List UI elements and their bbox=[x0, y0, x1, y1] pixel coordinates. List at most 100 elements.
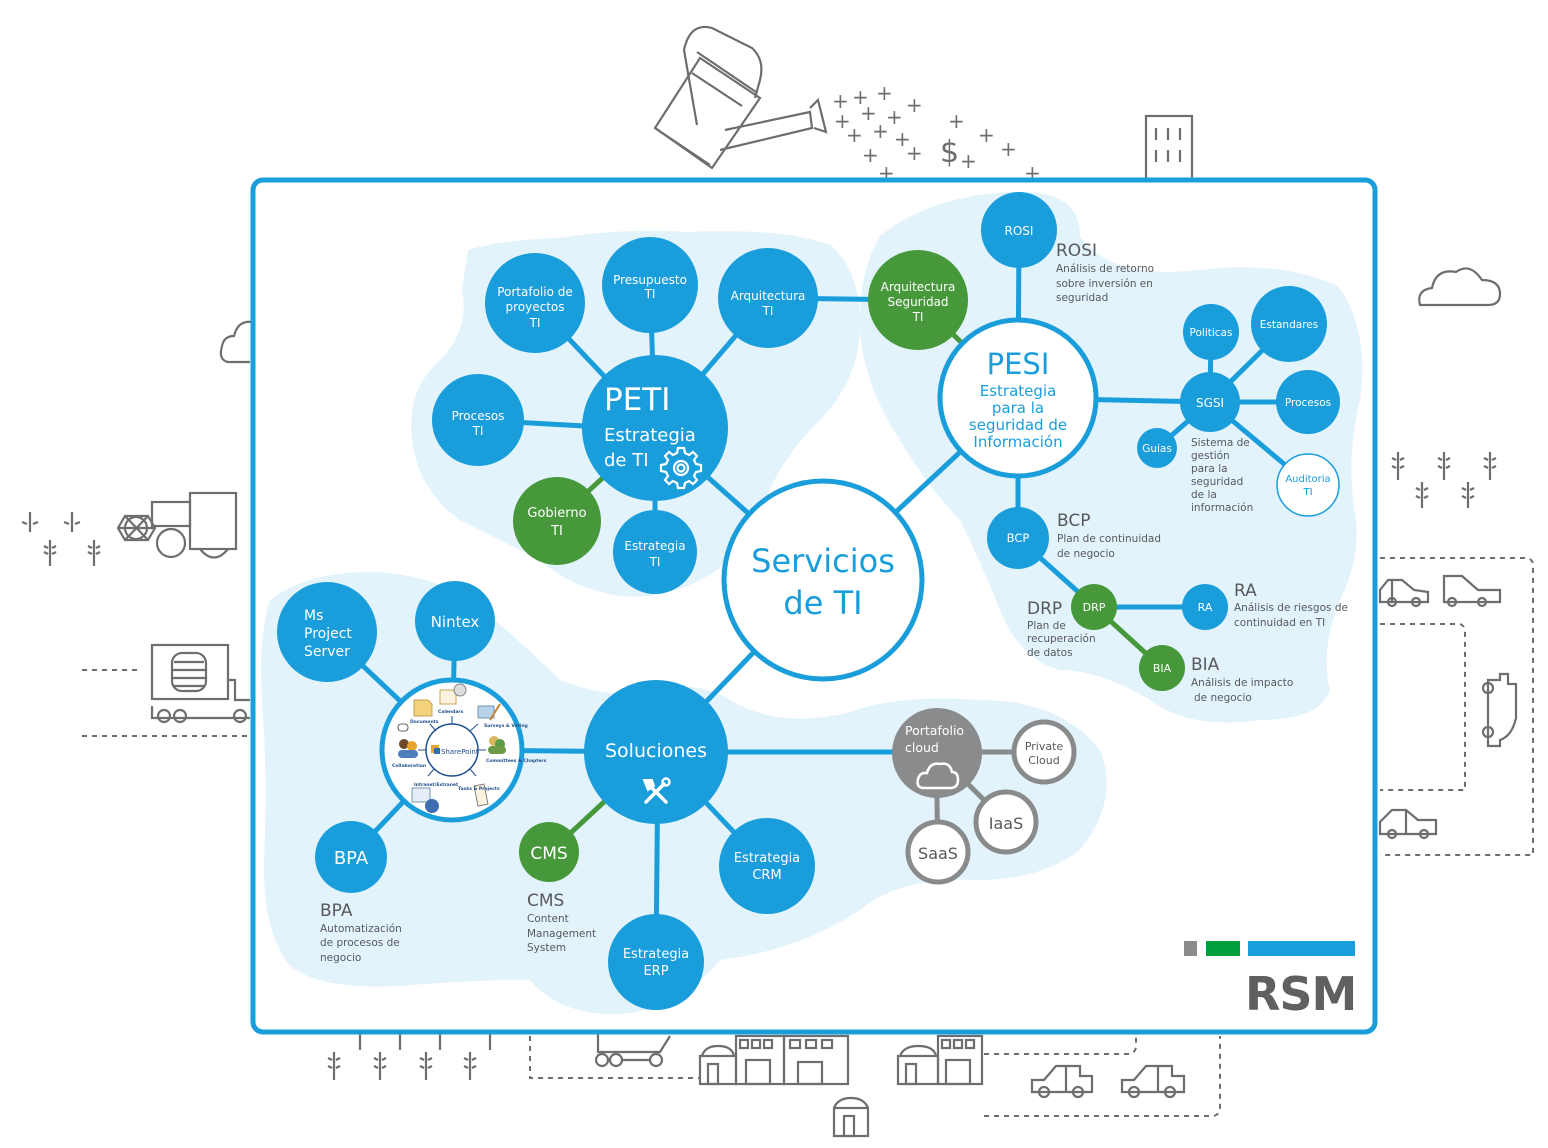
peti-child-arquitectura[interactable]: Arquitectura TI bbox=[718, 248, 818, 348]
sharepoint-node[interactable]: SharePoint Documents Calendars Surveys &… bbox=[379, 677, 547, 823]
estrategia-crm-node[interactable]: Estrategia CRM bbox=[719, 818, 815, 914]
sgsi-child-guias[interactable]: Guias bbox=[1137, 428, 1177, 468]
pesi-subtitle-line: Estrategia bbox=[980, 382, 1057, 400]
description-line: negocio bbox=[320, 952, 361, 964]
sharepoint-item: Calendars bbox=[438, 709, 464, 715]
sharepoint-item: Collaboration bbox=[392, 763, 426, 769]
calendar-icon bbox=[439, 683, 467, 705]
sgsi-node[interactable]: SGSI bbox=[1180, 372, 1240, 432]
road-line bbox=[984, 1036, 1221, 1117]
node-label: Presupuesto bbox=[613, 273, 687, 287]
node-label: Estandares bbox=[1260, 319, 1318, 331]
private-cloud-node[interactable]: Private Cloud bbox=[1011, 719, 1077, 785]
rosi-node[interactable]: ROSI bbox=[981, 192, 1057, 268]
surveys-icon bbox=[477, 703, 501, 721]
description-heading: DRP bbox=[1027, 599, 1062, 619]
peti-child-presupuesto[interactable]: Presupuesto TI bbox=[602, 237, 698, 333]
peti-title: PETI bbox=[604, 382, 670, 418]
car-icon bbox=[1378, 578, 1430, 608]
background-illustrations: +++ +++ +++ +++ +++ +++ $ bbox=[21, 25, 1534, 1138]
node-label: Seguridad bbox=[887, 295, 948, 309]
svg-text:+: + bbox=[978, 123, 995, 147]
shops-icon bbox=[698, 1034, 984, 1138]
nintex-node[interactable]: Nintex bbox=[415, 581, 495, 661]
description-line: Plan de continuidad bbox=[1057, 533, 1161, 545]
bia-node[interactable]: BIA bbox=[1139, 645, 1185, 691]
plants-icon bbox=[1391, 452, 1497, 508]
node-label: ERP bbox=[643, 964, 668, 979]
sgsi-description: Sistema de gestión para la seguridad de … bbox=[1191, 437, 1253, 514]
description-line: sobre inversión en bbox=[1056, 278, 1153, 290]
node-label: Arquitectura bbox=[881, 280, 956, 294]
documents-icon bbox=[413, 699, 433, 717]
drp-node[interactable]: DRP bbox=[1071, 584, 1117, 630]
sgsi-child-politicas[interactable]: Politicas bbox=[1183, 304, 1239, 360]
description-line: Análisis de riesgos de bbox=[1234, 602, 1348, 614]
sgsi-child-auditoria[interactable]: Auditoria TI bbox=[1276, 453, 1340, 517]
node-label: Estrategia bbox=[734, 851, 800, 866]
peti-child-portafolio-proyectos[interactable]: Portafolio de proyectos TI bbox=[485, 253, 585, 353]
svg-text:+: + bbox=[906, 141, 923, 165]
description-heading: BIA bbox=[1191, 655, 1220, 675]
sharepoint-item: Documents bbox=[410, 719, 439, 725]
sharepoint-item: Committees & Chapters bbox=[486, 758, 547, 764]
watering-can-icon bbox=[653, 25, 828, 170]
arquitectura-seguridad-node[interactable]: Arquitectura Seguridad TI bbox=[868, 250, 968, 350]
svg-text:+: + bbox=[1000, 137, 1017, 161]
car-icon bbox=[1481, 672, 1518, 748]
estrategia-erp-node[interactable]: Estrategia ERP bbox=[608, 914, 704, 1010]
peti-node[interactable]: PETI Estrategia de TI bbox=[582, 355, 728, 501]
soluciones-node[interactable]: Soluciones bbox=[584, 680, 728, 824]
pesi-subtitle-line: para la bbox=[992, 399, 1044, 417]
description-line: de negocio bbox=[1057, 548, 1115, 560]
logo-bar-green bbox=[1206, 941, 1240, 956]
svg-text:+: + bbox=[906, 93, 923, 117]
node-label: proyectos bbox=[505, 300, 564, 314]
car-icon bbox=[1378, 808, 1438, 840]
description-heading: RA bbox=[1234, 581, 1257, 601]
svg-text:+: + bbox=[894, 127, 911, 151]
svg-text:+: + bbox=[872, 119, 889, 143]
cms-node[interactable]: CMS bbox=[519, 822, 579, 882]
center-node-servicios-ti[interactable]: Servicios de TI bbox=[721, 478, 925, 682]
description-line: continuidad en TI bbox=[1234, 617, 1325, 629]
node-label: Politicas bbox=[1190, 327, 1233, 339]
pesi-node[interactable]: PESI Estrategia para la seguridad de Inf… bbox=[937, 317, 1099, 479]
road-line bbox=[1380, 557, 1534, 856]
dollar-icon: $ bbox=[940, 135, 959, 170]
sgsi-child-estandares[interactable]: Estandares bbox=[1251, 286, 1327, 362]
road-line bbox=[1380, 623, 1466, 791]
description-line: seguridad bbox=[1191, 476, 1243, 488]
svg-text:+: + bbox=[852, 85, 869, 109]
description-heading: BCP bbox=[1057, 511, 1091, 531]
sgsi-child-procesos[interactable]: Procesos bbox=[1276, 370, 1340, 434]
portafolio-cloud-node[interactable]: Portafolio cloud bbox=[892, 708, 982, 798]
pesi-subtitle-line: Información bbox=[973, 433, 1062, 451]
car-icon bbox=[1030, 1064, 1094, 1099]
peti-child-gobierno[interactable]: Gobierno TI bbox=[513, 477, 601, 565]
node-label: Arquitectura bbox=[731, 289, 806, 303]
saas-node[interactable]: SaaS bbox=[905, 819, 971, 885]
description-line: Análisis de impacto bbox=[1191, 677, 1293, 689]
peti-child-procesos[interactable]: Procesos TI bbox=[432, 374, 524, 466]
node-label: Procesos bbox=[1285, 397, 1331, 409]
peti-subtitle-line: de TI bbox=[604, 450, 649, 471]
bcp-node[interactable]: BCP bbox=[987, 507, 1049, 569]
sharepoint-item: Tasks & Projects bbox=[458, 786, 500, 792]
bpa-node[interactable]: BPA bbox=[315, 821, 387, 893]
building-icon bbox=[1144, 114, 1194, 182]
node-label: Gobierno bbox=[527, 506, 586, 521]
ms-project-server-node[interactable]: Ms Project Server bbox=[277, 582, 377, 682]
node-label: DRP bbox=[1083, 601, 1106, 614]
svg-text:+: + bbox=[862, 143, 879, 167]
peti-subtitle-line: Estrategia bbox=[604, 425, 696, 446]
ra-node[interactable]: RA bbox=[1182, 584, 1228, 630]
peti-child-estrategia[interactable]: Estrategia TI bbox=[613, 510, 697, 594]
svg-text:+: + bbox=[886, 105, 903, 129]
cloud-icon bbox=[916, 762, 960, 790]
node-label: Portafolio bbox=[905, 723, 964, 738]
node-label: Procesos bbox=[452, 409, 505, 423]
iaas-node[interactable]: IaaS bbox=[973, 789, 1039, 855]
node-label: SaaS bbox=[918, 844, 958, 863]
description-heading: BPA bbox=[320, 901, 353, 921]
